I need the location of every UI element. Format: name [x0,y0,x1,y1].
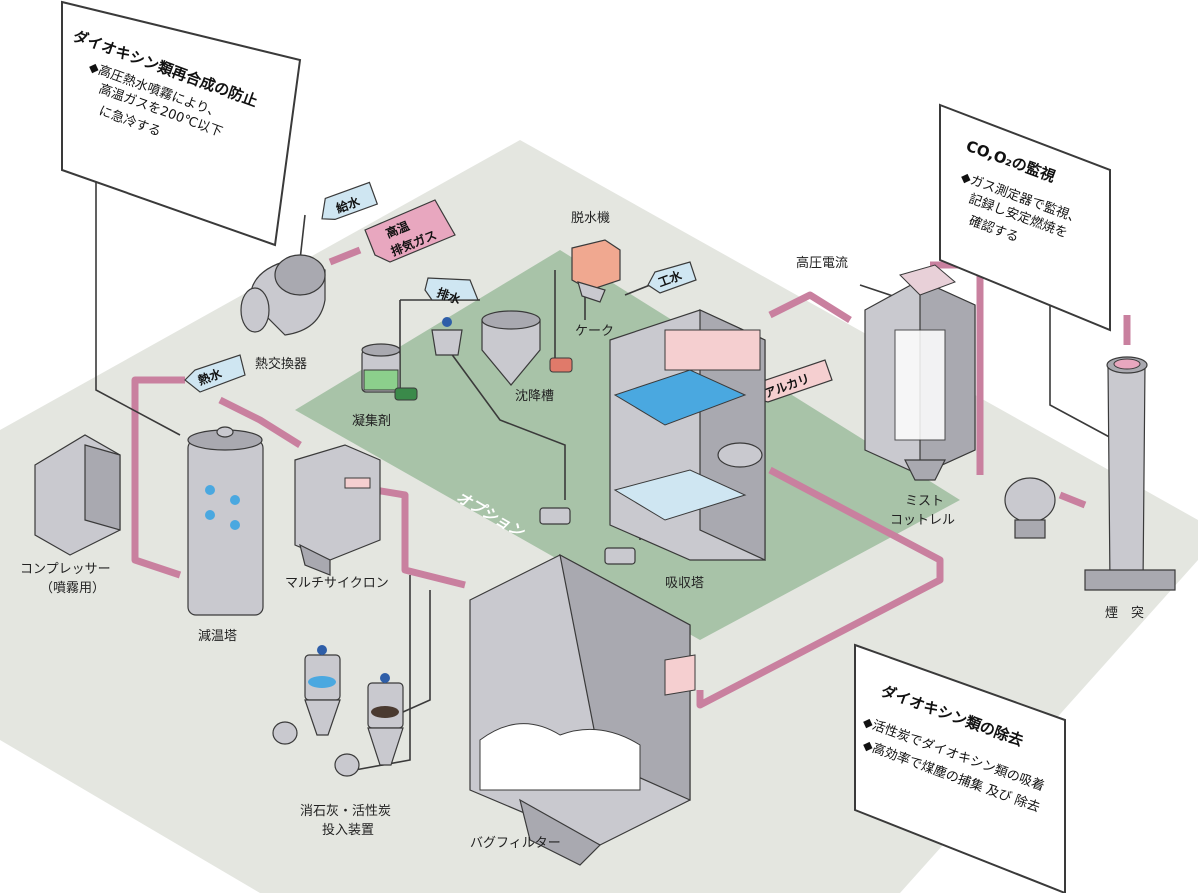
label-settling-tank: 沈降槽 [515,389,554,404]
label-lime-feeder-2: 投入装置 [322,822,374,838]
label-cake: ケーク [575,324,614,339]
dehydrator [571,239,621,303]
label-bag-filter: バグフィルター [470,836,561,851]
tag-industrial-water: 工水 [647,261,697,294]
agitator-tank [431,317,463,356]
label-mist-cottrell-2: コットレル [890,513,955,528]
cooling-tower [187,426,264,616]
compressor [34,434,121,556]
bag-filter [469,553,696,866]
label-absorption-tower: 吸収塔 [665,576,704,591]
label-heat-exchanger: 熱交換器 [255,356,307,372]
label-lime-feeder: 消石灰・活性炭 [300,804,391,819]
lime-feeder [272,645,404,777]
label-cooling-tower: 減温塔 [198,628,237,644]
label-compressor: コンプレッサー [20,562,111,577]
label-flocculant: 凝集剤 [352,413,391,429]
absorption-tower [609,309,766,561]
gas-flow-arrows [131,246,1131,709]
heat-exchanger [240,254,326,336]
multi-cyclone [294,444,381,576]
label-dehydrator: 脱水機 [571,211,610,226]
tag-feed-water: 給水 [321,181,379,221]
pump-absorption [394,387,636,565]
chimney [1084,356,1176,591]
tag-hot-water: 熱水 [184,354,246,393]
pump-settling [549,357,573,373]
info-box-dioxin-removal: ダイオキシン類の除去 ◆活性炭でダイオキシン類の吸着 ◆高効率で煤塵の捕集 及び… [854,643,1066,893]
exhaust-fan [1004,477,1056,539]
label-compressor-sub: （噴霧用） [40,581,105,596]
flocculant-tank [361,343,401,393]
info-box-co-monitor: CO,O₂の監視 ◆ガス測定器で監視、 記録し安定燃焼を 確認する [939,103,1111,332]
label-chimney: 煙 突 [1105,605,1144,621]
label-high-voltage: 高圧電流 [796,255,848,271]
label-mist-cottrell: ミスト [905,494,944,509]
mist-cottrell [864,264,976,481]
label-multi-cyclone: マルチサイクロン [285,576,389,591]
tag-drain: 排水 [424,277,479,307]
settling-tank [481,310,541,386]
info-box-dioxin-prevention: ダイオキシン類再合成の防止 ◆高圧熱水噴霧により、 高温ガスを200℃以下 に急… [61,0,302,247]
